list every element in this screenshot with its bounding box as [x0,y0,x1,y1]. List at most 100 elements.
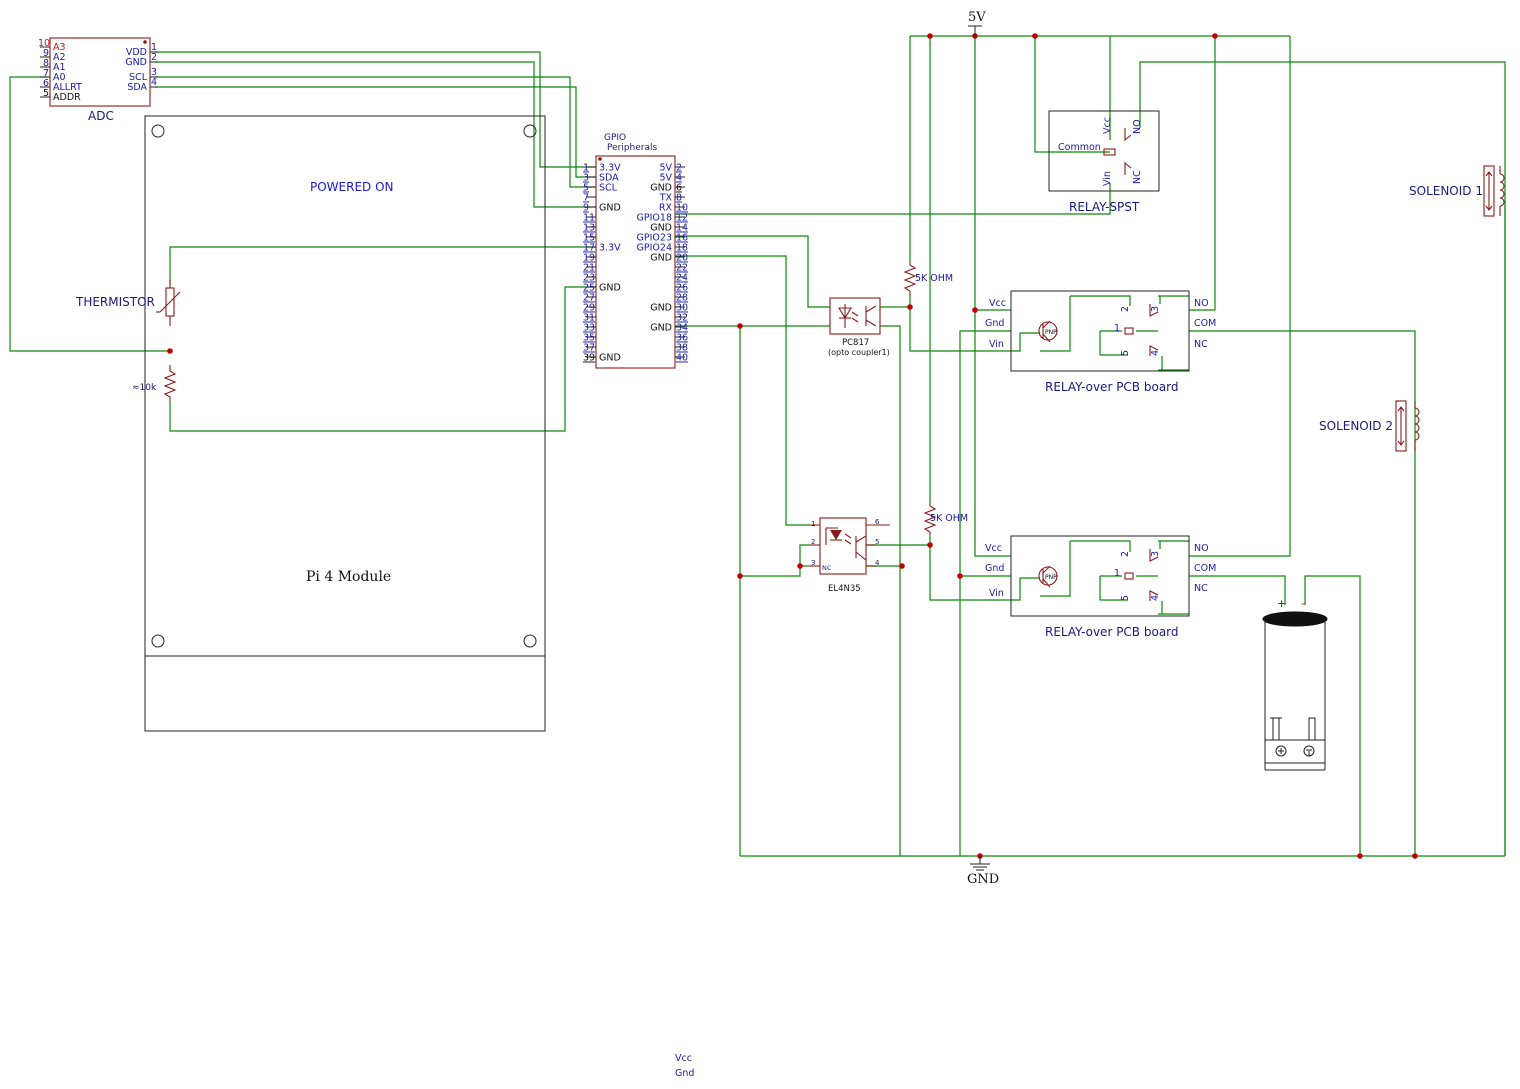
divider-resistor[interactable]: ≈10k [132,365,177,402]
relay1-pin: 1 [1114,323,1120,334]
el4n35-pin: 5 [875,538,879,546]
wires [9,35,1506,857]
relay-spst-common: Common [1058,142,1101,153]
gpio-pin-num: 21 [583,263,595,274]
adc-pin-label: SCL [129,72,148,83]
adc-pin-label: ALLRT [53,82,82,93]
resistor-5k-2[interactable]: 5K OHM [923,503,968,535]
adc-name: ADC [88,109,114,123]
relay1-com: COM [1194,318,1216,329]
powered-on-label: POWERED ON [310,180,394,194]
adc-chip[interactable]: 10 9 8 7 6 5 A3 A2 A1 A0 ALLRT ADDR 1 2 … [38,37,158,123]
gpio-pin-num: 17 [583,243,595,254]
gpio-pin-num: 14 [676,223,688,234]
adc-pin-label: A0 [53,72,66,83]
resistor-5k-1[interactable]: 5K OHM [903,262,953,296]
mount-hole [151,634,165,648]
gpio-pin-label: GND [650,253,672,264]
relay2-vcc: Vcc [985,543,1002,554]
gpio-pin-num: 18 [676,243,688,254]
relay-spst-name: RELAY-SPST [1069,200,1140,214]
adc-pin-num: 3 [151,67,157,78]
junction-dot [1357,853,1363,859]
gpio-pin-num: 26 [676,283,688,294]
junction-dot [1412,853,1418,859]
gpio-pin-num: 15 [583,233,595,244]
mount-hole [523,634,537,648]
gpio-pin-num: 6 [676,183,682,194]
el4n35-pin: 4 [875,559,880,567]
gpio-pin-label: GND [599,353,621,364]
relay1-vcc: Vcc [989,298,1006,309]
gnd-label: GND [967,872,999,887]
junction-dot [972,307,978,313]
stray-vcc-label: Vcc [675,1053,692,1064]
mount-hole [151,124,165,138]
relay-spst-vcc: Vcc [1102,117,1113,134]
relay-board-1[interactable]: Vcc Gnd Vin NO COM NC PNP 2 3 1 5 4 RELA… [985,290,1216,394]
gpio-pin-num: 8 [676,193,682,204]
adc-pin-label: A3 [53,42,66,53]
gpio-pin-num: 9 [583,203,589,214]
stray-gnd-label: Gnd [675,1068,694,1079]
ground-symbol: GND [967,856,999,887]
relay2-nc: NC [1194,583,1208,594]
gpio-pin-num: 27 [583,293,595,304]
thermistor[interactable]: THERMISTOR [75,280,181,326]
gpio-pin-num: 38 [676,343,688,354]
relay-board-2[interactable]: Vcc Gnd Vin NO COM NC PNP 2 3 1 5 4 RELA… [985,535,1216,639]
gpio-pin-label: 3.3V [599,243,621,254]
junction-dot [1212,33,1218,39]
junction-dot [927,542,933,548]
adc-pin-num: 4 [151,77,157,88]
gpio-pin-label: 5V [659,173,672,184]
gpio-pin-num: 25 [583,283,595,294]
pi4-module[interactable]: POWERED ON Pi 4 Module [144,115,546,732]
relay1-name: RELAY-over PCB board [1045,380,1179,394]
gpio-pin-num: 19 [583,253,595,264]
relay1-pin: 3 [1150,306,1161,312]
gpio-pin-num: 33 [583,323,595,334]
gpio-pin-num: 36 [676,333,688,344]
gpio-pin-num: 5 [583,183,589,194]
gpio-pin-label: GND [650,323,672,334]
resistor-1-label: 5K OHM [915,273,953,284]
gpio-pin-num: 7 [583,193,589,204]
relay2-vin: Vin [989,588,1004,599]
pc817-optocoupler[interactable]: PC817 (opto coupler1) [828,297,890,357]
pi-module-label: Pi 4 Module [306,569,391,585]
relay1-gnd: Gnd [985,318,1004,329]
el4n35-pin: 2 [811,538,815,546]
solenoid-2[interactable]: SOLENOID 2 [1319,400,1420,452]
gpio-pin-label: 5V [659,163,672,174]
stray-labels: Vcc Gnd [675,1053,694,1079]
adc-pin-num: 2 [151,52,157,63]
adc-pin-num: 6 [43,78,49,89]
solenoid-2-label: SOLENOID 2 [1319,419,1393,433]
gpio-pin-num: 16 [676,233,688,244]
relay1-transistor: PNP [1038,320,1058,343]
relay-spst-vin: Vin [1102,171,1113,186]
solenoid-1[interactable]: SOLENOID 1 [1409,165,1505,217]
relay2-no: NO [1194,543,1209,554]
gpio-pin-num: 40 [676,353,688,364]
gpio-pin-num: 11 [583,213,595,224]
relay-spst[interactable]: Common Vcc Vin NO NC RELAY-SPST [1048,110,1160,214]
gpio-pin-num: 3 [583,173,589,184]
dc-motor[interactable]: + - [1262,597,1328,771]
mount-hole [523,124,537,138]
el4n35-optocoupler[interactable]: 1 2 3 4 5 6 NC EL4N35 [810,517,890,594]
junction-dot [167,348,173,354]
gpio-pin-label: GPIO24 [637,243,672,254]
junction-dot [957,573,963,579]
gpio-pin-num: 20 [676,253,688,264]
relay-spst-no: NO [1132,119,1143,134]
gpio-pin-label: RX [659,203,673,214]
relay1-pin: 2 [1120,306,1131,312]
gpio-pin-num: 29 [583,303,595,314]
el4n35-nc: NC [822,564,832,572]
motor-minus: - [1301,597,1305,610]
gpio-pin-num: 4 [676,173,682,184]
